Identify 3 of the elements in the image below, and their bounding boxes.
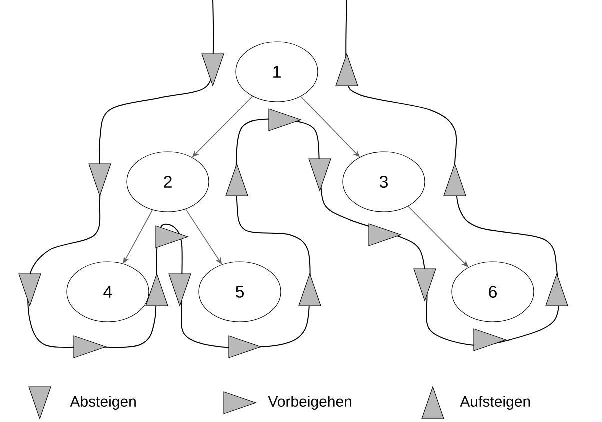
legend-label: Aufsteigen <box>460 396 530 410</box>
legend-label: Absteigen <box>70 396 136 410</box>
legend-label: Vorbeigehen <box>268 396 352 410</box>
